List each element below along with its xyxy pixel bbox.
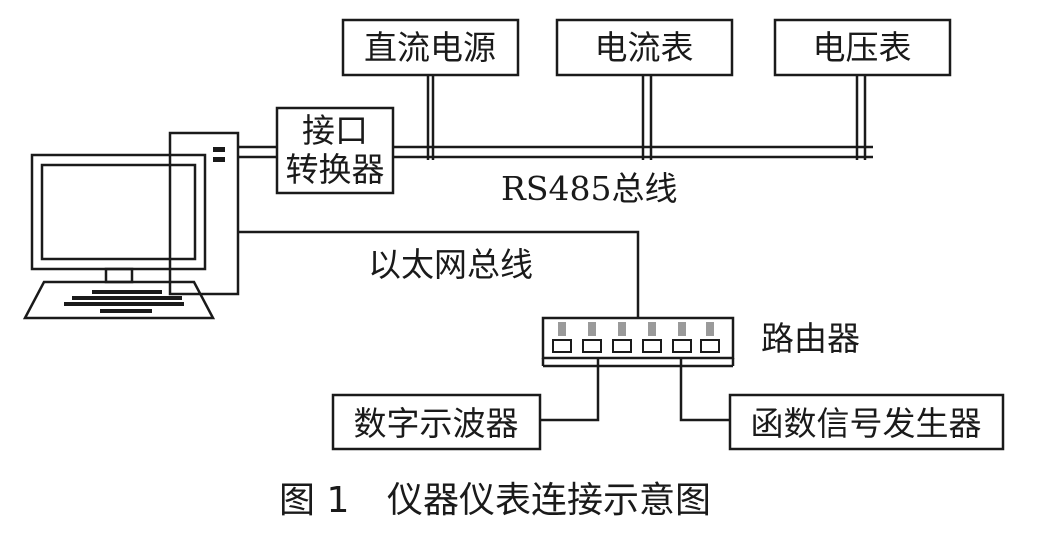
- oscilloscope-box: [331, 393, 542, 451]
- router-icon: [541, 316, 735, 368]
- ammeter-box: [555, 18, 734, 77]
- generator-link-line: [679, 358, 730, 422]
- rs485-bus-label: RS485总线: [501, 169, 677, 208]
- converter-label-line2: 转换器: [286, 150, 385, 189]
- router-ports: [552, 322, 720, 353]
- interface-converter-box: [275, 106, 395, 195]
- dc-power-label: 直流电源: [364, 28, 496, 67]
- figure-number: 图 1: [279, 480, 349, 521]
- dc-power-box: [341, 18, 520, 77]
- voltmeter-label: 电压表: [813, 28, 912, 67]
- signal-generator-label: 函数信号发生器: [751, 404, 982, 443]
- router-label: 路由器: [761, 319, 860, 358]
- signal-generator-box: [728, 393, 1005, 451]
- computer-icon: [22, 131, 240, 320]
- rs485-bus-line: [238, 145, 873, 159]
- ethernet-bus-label: 以太网总线: [368, 245, 533, 284]
- converter-label-line1: 接口: [302, 111, 368, 150]
- oscilloscope-link-line: [540, 358, 600, 422]
- ammeter-label: 电流表: [595, 28, 694, 67]
- oscilloscope-label: 数字示波器: [354, 404, 519, 443]
- ethernet-bus-line: [238, 230, 640, 318]
- rs485-drop-lines: [426, 75, 867, 160]
- figure-title: 仪器仪表连接示意图: [387, 480, 711, 521]
- voltmeter-box: [773, 18, 952, 77]
